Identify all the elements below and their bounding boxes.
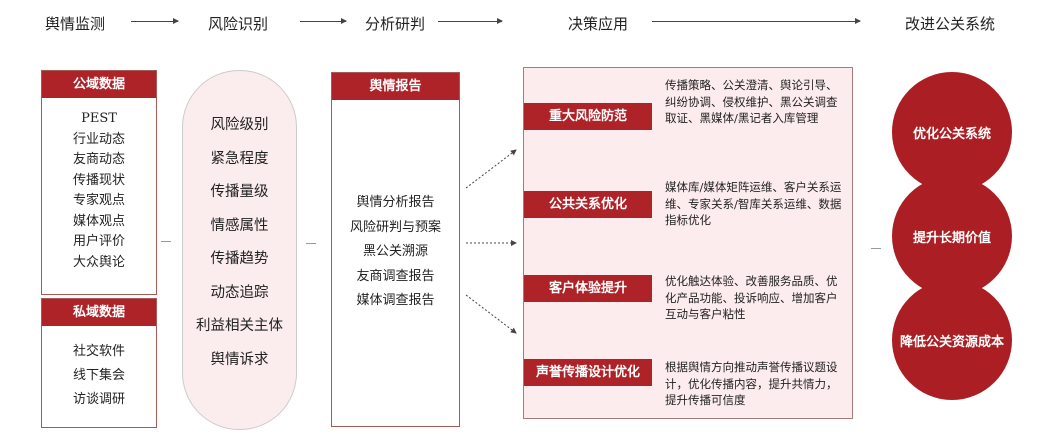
list-item: 黑公关溯源 [362,244,428,259]
public-data-box: 公域数据 PEST 行业动态 友商动态 传播现状 专家观点 媒体观点 用户评价 … [41,70,157,295]
decision-desc: 优化触达体验、改善服务品质、优化产品功能、投诉响应、增加客户互动与客户粘性 [665,274,838,321]
risk-item: 传播量级 [210,184,269,200]
decision-desc: 根据舆情方向推动声誉传播议题设计，优化传播内容，提升共情力，提升传播可信度 [665,360,838,407]
public-data-list: PEST 行业动态 友商动态 传播现状 专家观点 媒体观点 用户评价 大众舆论 [42,98,156,273]
list-item: PEST [81,111,117,126]
risk-item: 风险级别 [210,117,269,133]
risk-item: 传播趋势 [210,251,269,267]
risk-item: 利益相关主体 [196,318,283,334]
connector [161,241,171,242]
stage-decision: 决策应用 [567,15,628,33]
stage-improve: 改进公关系统 [904,15,995,33]
connector [306,243,316,244]
list-item: 舆情分析报告 [356,195,435,210]
list-item: 专家观点 [72,193,125,208]
decision-label: 客户体验提升 [524,275,652,302]
arrow-icon [652,18,861,24]
connector [871,248,881,249]
risk-item: 情感属性 [210,217,269,234]
risk-item: 紧急程度 [210,150,269,167]
private-data-list: 社交软件 线下集会 访谈调研 [42,326,156,412]
arrow-icon [438,18,503,24]
stage-risk-identification: 风险识别 [207,15,268,33]
decision-label: 公共关系优化 [524,191,652,218]
decision-box: 重大风险防范 传播策略、公关澄清、舆论引导、纠纷协调、侵权维护、黑公关调查取证、… [523,67,853,419]
decision-label: 重大风险防范 [524,103,652,130]
arrow-icon [465,149,517,189]
list-item: 行业动态 [72,131,125,147]
list-item: 用户评价 [72,234,125,249]
list-item: 友商动态 [72,152,125,167]
report-list: 舆情分析报告 风险研判与预案 黑公关溯源 友商调查报告 媒体调查报告 [332,100,459,314]
risk-item: 舆情诉求 [210,351,269,368]
decision-desc: 传播策略、公关澄清、舆论引导、纠纷协调、侵权维护、黑公关调查取证、黑媒体/黑记者… [665,78,838,125]
private-data-title: 私域数据 [42,299,156,326]
list-item: 社交软件 [72,344,125,359]
report-box: 舆情报告 舆情分析报告 风险研判与预案 黑公关溯源 友商调查报告 媒体调查报告 [331,72,460,427]
list-item: 线下集会 [72,368,125,383]
decision-desc: 媒体库/媒体矩阵运维、客户关系运维、专家关系/智库关系运维、数据指标优化 [665,180,842,227]
arrow-icon [300,18,347,24]
risk-factors-pill: 风险级别 紧急程度 传播量级 情感属性 传播趋势 动态追踪 利益相关主体 舆情诉… [182,70,297,430]
risk-item: 动态追踪 [210,284,269,301]
list-item: 大众舆论 [72,254,125,270]
report-title: 舆情报告 [332,73,459,100]
list-item: 媒体调查报告 [356,293,435,308]
list-item: 访谈调研 [72,392,125,407]
list-item: 友商调查报告 [356,268,435,284]
list-item: 媒体观点 [72,213,125,229]
stage-analysis: 分析研判 [364,15,425,33]
stage-monitoring: 舆情监测 [44,15,105,33]
arrow-icon [131,18,179,24]
public-data-title: 公域数据 [42,71,156,98]
list-item: 传播现状 [72,172,125,188]
arrow-icon [465,294,517,334]
decision-label: 声誉传播设计优化 [524,359,652,386]
list-item: 风险研判与预案 [349,219,441,235]
outcome-circle: 提升长期价值 [892,176,1012,296]
private-data-box: 私域数据 社交软件 线下集会 访谈调研 [41,298,157,428]
outcome-circle: 优化公关系统 [892,72,1012,192]
outcome-circle: 降低公关资源成本 [892,280,1012,400]
dashed-arrows [465,149,517,334]
